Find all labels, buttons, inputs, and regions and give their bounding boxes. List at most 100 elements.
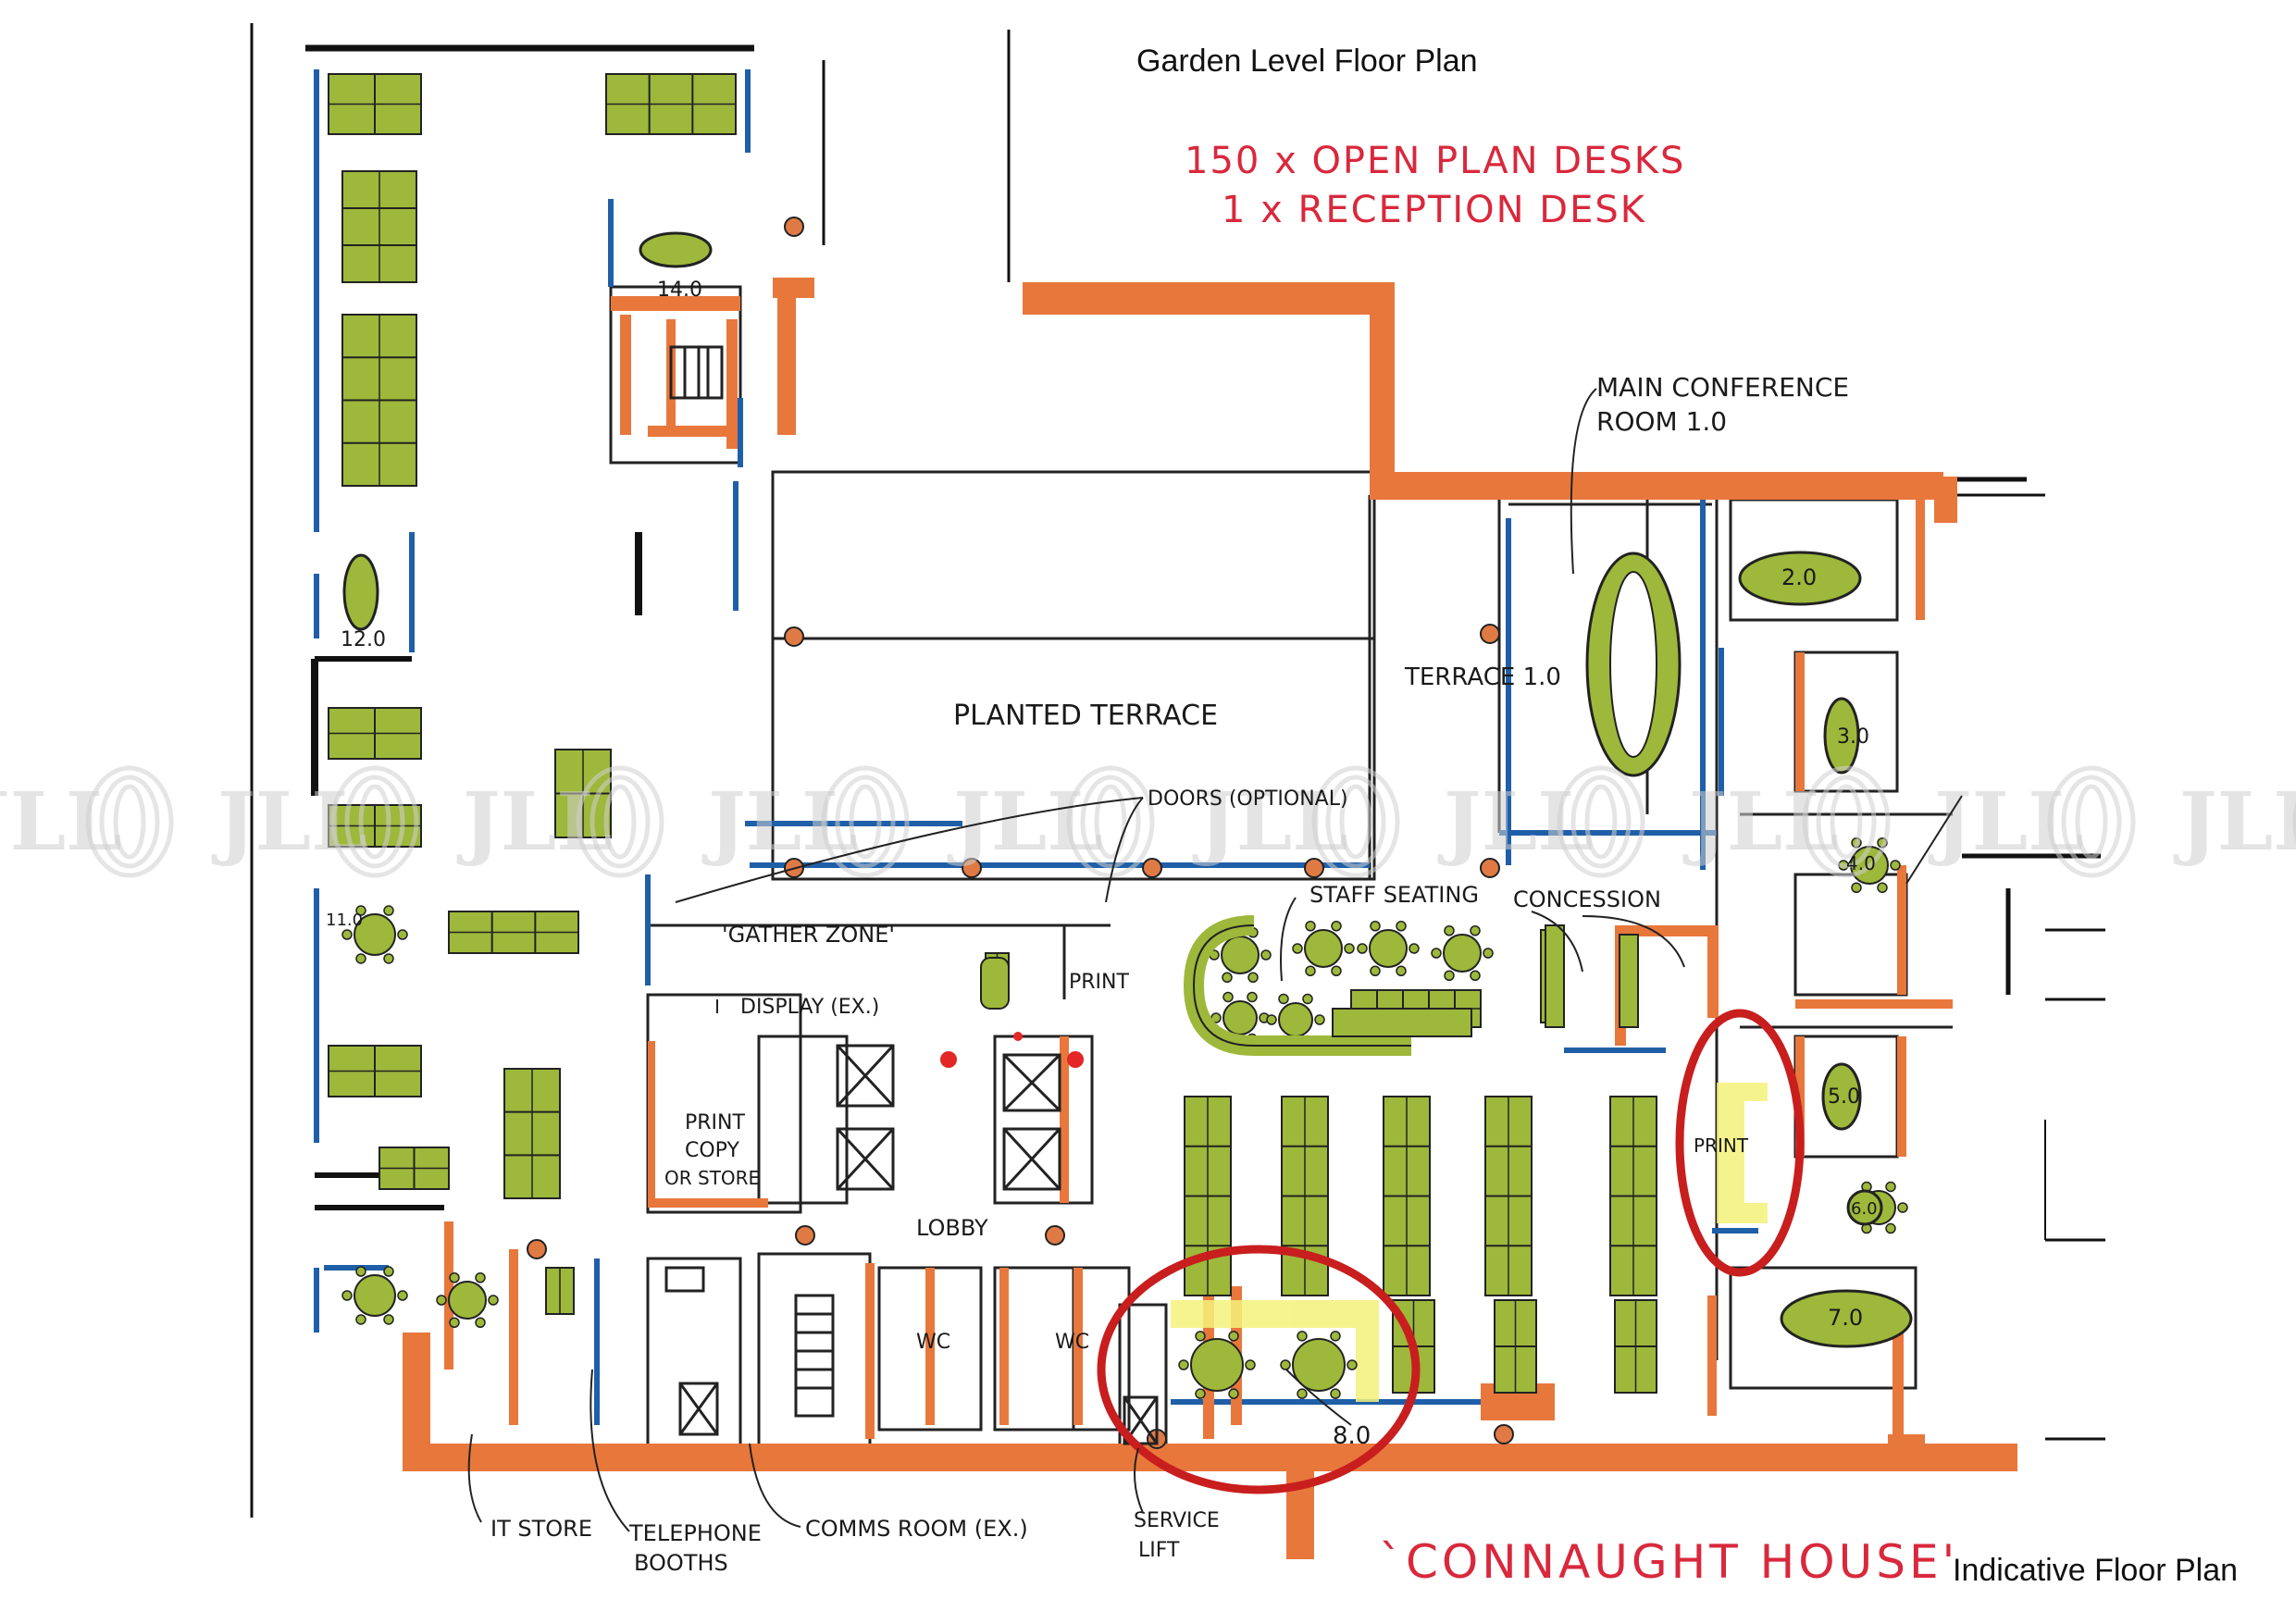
- watermark-ring: [344, 775, 405, 869]
- table-chair: [1885, 1222, 1896, 1234]
- table-chair: [1396, 921, 1407, 932]
- watermark-ring: [1570, 775, 1632, 869]
- watermark-mark: JLL: [456, 765, 664, 878]
- table-chair: [1280, 1359, 1291, 1370]
- desk-group: [1494, 1299, 1537, 1394]
- room-labels: MAIN CONFERENCE ROOM 1.0 TERRACE 1.0 PLA…: [490, 372, 1849, 1576]
- staff-seating-label: STAFF SEATING: [1309, 882, 1479, 908]
- table-chair: [1897, 1202, 1908, 1213]
- watermark-mark: JLL: [1928, 765, 2136, 878]
- watermark-ring: [1339, 784, 1372, 860]
- table-chair: [1228, 1331, 1239, 1342]
- highlight-yellow: [1171, 1083, 1768, 1402]
- table-chair: [1228, 1388, 1239, 1399]
- lift-shafts: [664, 345, 1159, 1445]
- table-chair: [1245, 1359, 1256, 1370]
- room-2: 2.0: [1781, 564, 1817, 590]
- watermark-mark: JLL: [1437, 765, 1645, 878]
- round-table: [1221, 936, 1260, 974]
- indicative-floor-plan-title: Indicative Floor Plan: [1953, 1553, 2238, 1588]
- round-table: [1190, 1338, 1244, 1392]
- desk-group: [341, 314, 417, 487]
- round-table: [448, 1281, 487, 1320]
- round-table: [1222, 1000, 1258, 1035]
- table-chair: [475, 1272, 486, 1283]
- table-chair: [383, 1314, 394, 1325]
- gather-zone-label: 'GATHER ZONE': [722, 922, 895, 948]
- table-chair: [436, 1295, 447, 1306]
- table-chair: [1396, 965, 1407, 976]
- building-name: `CONNAUGHT HOUSE': [1379, 1535, 1958, 1589]
- watermark-ring: [2047, 765, 2136, 878]
- watermark-ring: [835, 775, 896, 869]
- lobby-label: LOBBY: [916, 1215, 988, 1241]
- watermark-text: JLL: [1928, 775, 2084, 869]
- watermark-text: JLL: [456, 775, 613, 869]
- orange-walls: [403, 278, 2017, 1559]
- terrace-label: TERRACE 1.0: [1404, 663, 1561, 691]
- desk-group: [605, 73, 737, 135]
- table-chair: [1331, 921, 1342, 932]
- watermark-ring: [2061, 775, 2122, 869]
- desk-group: [328, 707, 422, 760]
- watermark-ring: [849, 784, 882, 860]
- table-chair: [1302, 993, 1313, 1005]
- print-label: PRINT: [1069, 971, 1129, 994]
- table-chair: [1357, 943, 1368, 954]
- watermark-ring: [1816, 775, 1877, 869]
- blue-walls: [314, 69, 1758, 1425]
- table-chair: [1331, 965, 1342, 976]
- print-copy-label-2: COPY: [685, 1139, 739, 1162]
- table-chair: [1344, 943, 1355, 954]
- desk-group: [503, 1068, 561, 1199]
- print-copy-label-3: OR STORE: [664, 1167, 760, 1189]
- table-chair: [1370, 921, 1381, 932]
- room-4: 4.0: [1846, 852, 1876, 874]
- room-6: 6.0: [1851, 1199, 1878, 1219]
- jll-watermark: JLLJLLJLLJLLJLLJLLJLLJLLJLLJLLJLL: [0, 765, 2296, 878]
- desk-groups: [328, 73, 1657, 1394]
- room-8: 8.0: [1333, 1422, 1371, 1450]
- round-table: [354, 913, 396, 956]
- watermark-text: JLL: [0, 775, 122, 869]
- table-chair: [1278, 993, 1289, 1005]
- watermark-ring: [576, 765, 664, 878]
- wc-label-2: WC: [1055, 1331, 1089, 1354]
- table-chair: [1247, 972, 1259, 983]
- watermark-ring: [1080, 775, 1141, 869]
- table-chair: [1305, 965, 1316, 976]
- table-chair: [397, 929, 408, 940]
- wc-label-1: WC: [916, 1331, 950, 1354]
- watermark-mark: JLL: [2173, 775, 2296, 869]
- watermark-ring: [603, 784, 637, 860]
- print-copy-label-1: PRINT: [685, 1111, 745, 1134]
- room-14: 14.0: [657, 279, 702, 302]
- table-chair: [341, 1290, 353, 1301]
- desk-group: [328, 804, 422, 848]
- watermark-mark: JLL: [701, 765, 910, 878]
- table-chair: [1890, 860, 1901, 871]
- room-5: 5.0: [1828, 1085, 1860, 1109]
- service-label-2: LIFT: [1138, 1539, 1180, 1562]
- table-chair: [1330, 1331, 1341, 1342]
- table-chair: [341, 929, 353, 940]
- table-chair: [1330, 1388, 1341, 1399]
- highlight-circles: [1097, 1009, 1805, 1494]
- red-markers: [940, 1032, 1084, 1068]
- main-conference-label-1: MAIN CONFERENCE: [1596, 372, 1849, 403]
- table-chair: [1195, 1388, 1206, 1399]
- watermark-ring: [358, 784, 391, 860]
- table-chair: [1260, 949, 1272, 961]
- round-table: [354, 1274, 396, 1317]
- watermark-ring: [821, 765, 910, 878]
- watermark-ring: [1094, 784, 1127, 860]
- table-chair: [1431, 948, 1442, 959]
- telephone-label-2: BOOTHS: [634, 1550, 728, 1576]
- table-chair: [488, 1295, 499, 1306]
- comms-label: COMMS ROOM (EX.): [805, 1516, 1028, 1542]
- watermark-ring: [1830, 784, 1863, 860]
- watermark-mark: JLL: [947, 765, 1155, 878]
- table-chair: [355, 1314, 366, 1325]
- desk-group: [545, 1267, 575, 1315]
- table-chair: [1444, 970, 1455, 981]
